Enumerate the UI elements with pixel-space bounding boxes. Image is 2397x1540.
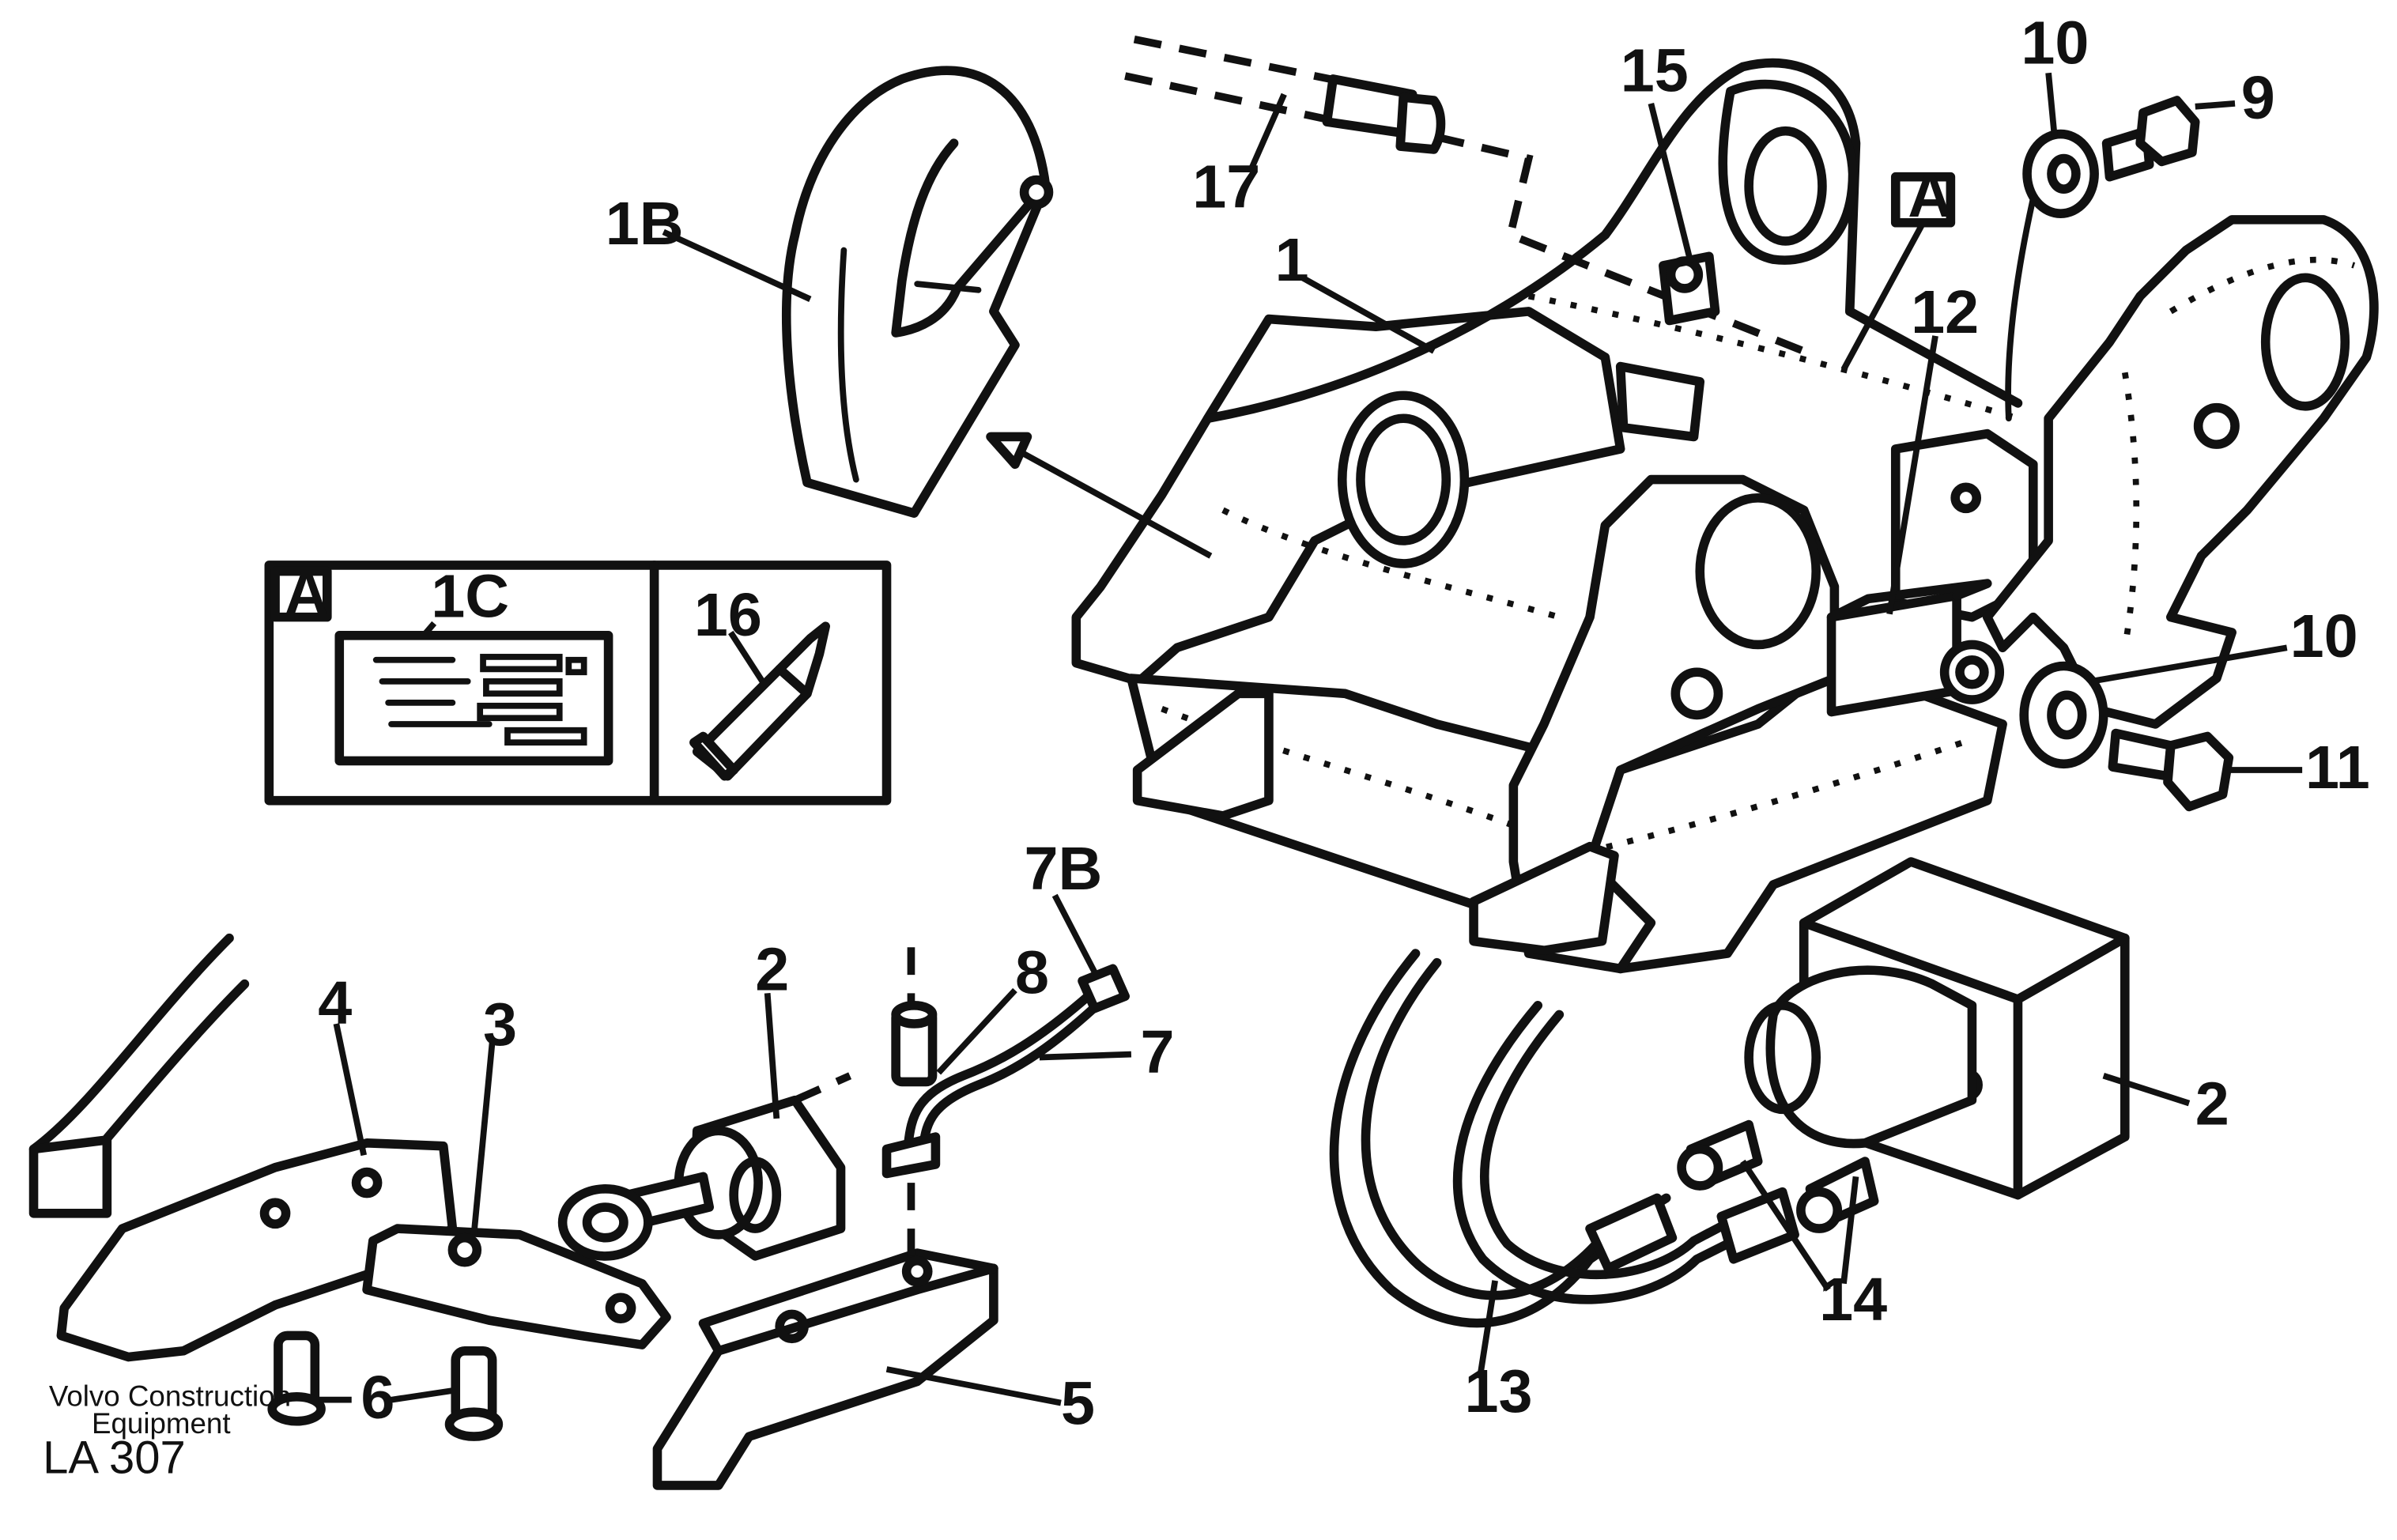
callout-labels: 1B 1 17 15 10 9 A 12 10 11 2 14 13 7 7B … xyxy=(285,9,2370,1438)
footer: Volvo Construction Equipment LA 307 xyxy=(43,1380,291,1483)
part-10-washer-top xyxy=(2022,129,2099,218)
section-marker-a: A xyxy=(1908,162,1952,230)
part-8-sleeve xyxy=(891,947,938,1275)
callout-12: 12 xyxy=(1911,278,1979,346)
part-3-plate xyxy=(362,1224,671,1349)
callout-6: 6 xyxy=(360,1364,394,1432)
callout-1c: 1C xyxy=(431,563,509,631)
callout-1b: 1B xyxy=(606,190,684,258)
callout-4: 4 xyxy=(318,969,352,1037)
callout-13: 13 xyxy=(1464,1357,1532,1425)
part-16-tube xyxy=(689,621,830,781)
company-name-line2: Equipment xyxy=(92,1407,231,1440)
leader-lines xyxy=(318,72,2303,1406)
part-10-washer-bottom xyxy=(2019,661,2108,769)
section-marker-box xyxy=(1890,172,1956,228)
part-5-block xyxy=(652,1248,998,1490)
drawing-code: LA 307 xyxy=(43,1432,186,1483)
part-1c-decal xyxy=(334,631,613,766)
part-6-pins xyxy=(267,1331,504,1441)
part-9-bolt xyxy=(2101,96,2200,182)
callout-16: 16 xyxy=(694,581,762,649)
part-11-bolt xyxy=(2108,728,2234,812)
callout-10-bottom: 10 xyxy=(2290,602,2358,670)
inset-box-a xyxy=(264,561,892,806)
callout-7b: 7B xyxy=(1025,835,1103,903)
right-bracket xyxy=(1939,215,2379,729)
callout-3: 3 xyxy=(483,991,517,1059)
part-1b-hook xyxy=(781,66,1054,518)
part-2-cylinder xyxy=(557,1072,852,1261)
part-17-rod xyxy=(1124,35,1806,355)
part-7-rod xyxy=(881,964,1130,1179)
company-name-line1: Volvo Construction xyxy=(49,1380,291,1412)
inset-marker-a: A xyxy=(285,560,329,628)
callout-15: 15 xyxy=(1621,36,1689,104)
callout-11: 11 xyxy=(2305,734,2370,802)
callout-7: 7 xyxy=(1141,1018,1175,1086)
bolt-9-path xyxy=(2005,194,2037,422)
callout-10-top: 10 xyxy=(2021,9,2089,77)
part-2-valve-block xyxy=(1744,857,2130,1200)
part-13-hoses xyxy=(1329,949,1799,1328)
part-14-nipples xyxy=(1677,1119,1879,1233)
callout-8: 8 xyxy=(1015,938,1049,1006)
callout-2-left: 2 xyxy=(755,935,789,1003)
callout-2-right: 2 xyxy=(2195,1070,2229,1138)
callout-17: 17 xyxy=(1192,153,1260,221)
callout-9: 9 xyxy=(2241,64,2275,132)
part-1-main-frame xyxy=(1071,58,2038,974)
callout-1: 1 xyxy=(1275,226,1309,294)
callout-14: 14 xyxy=(1819,1266,1887,1334)
callout-5: 5 xyxy=(1061,1370,1095,1438)
